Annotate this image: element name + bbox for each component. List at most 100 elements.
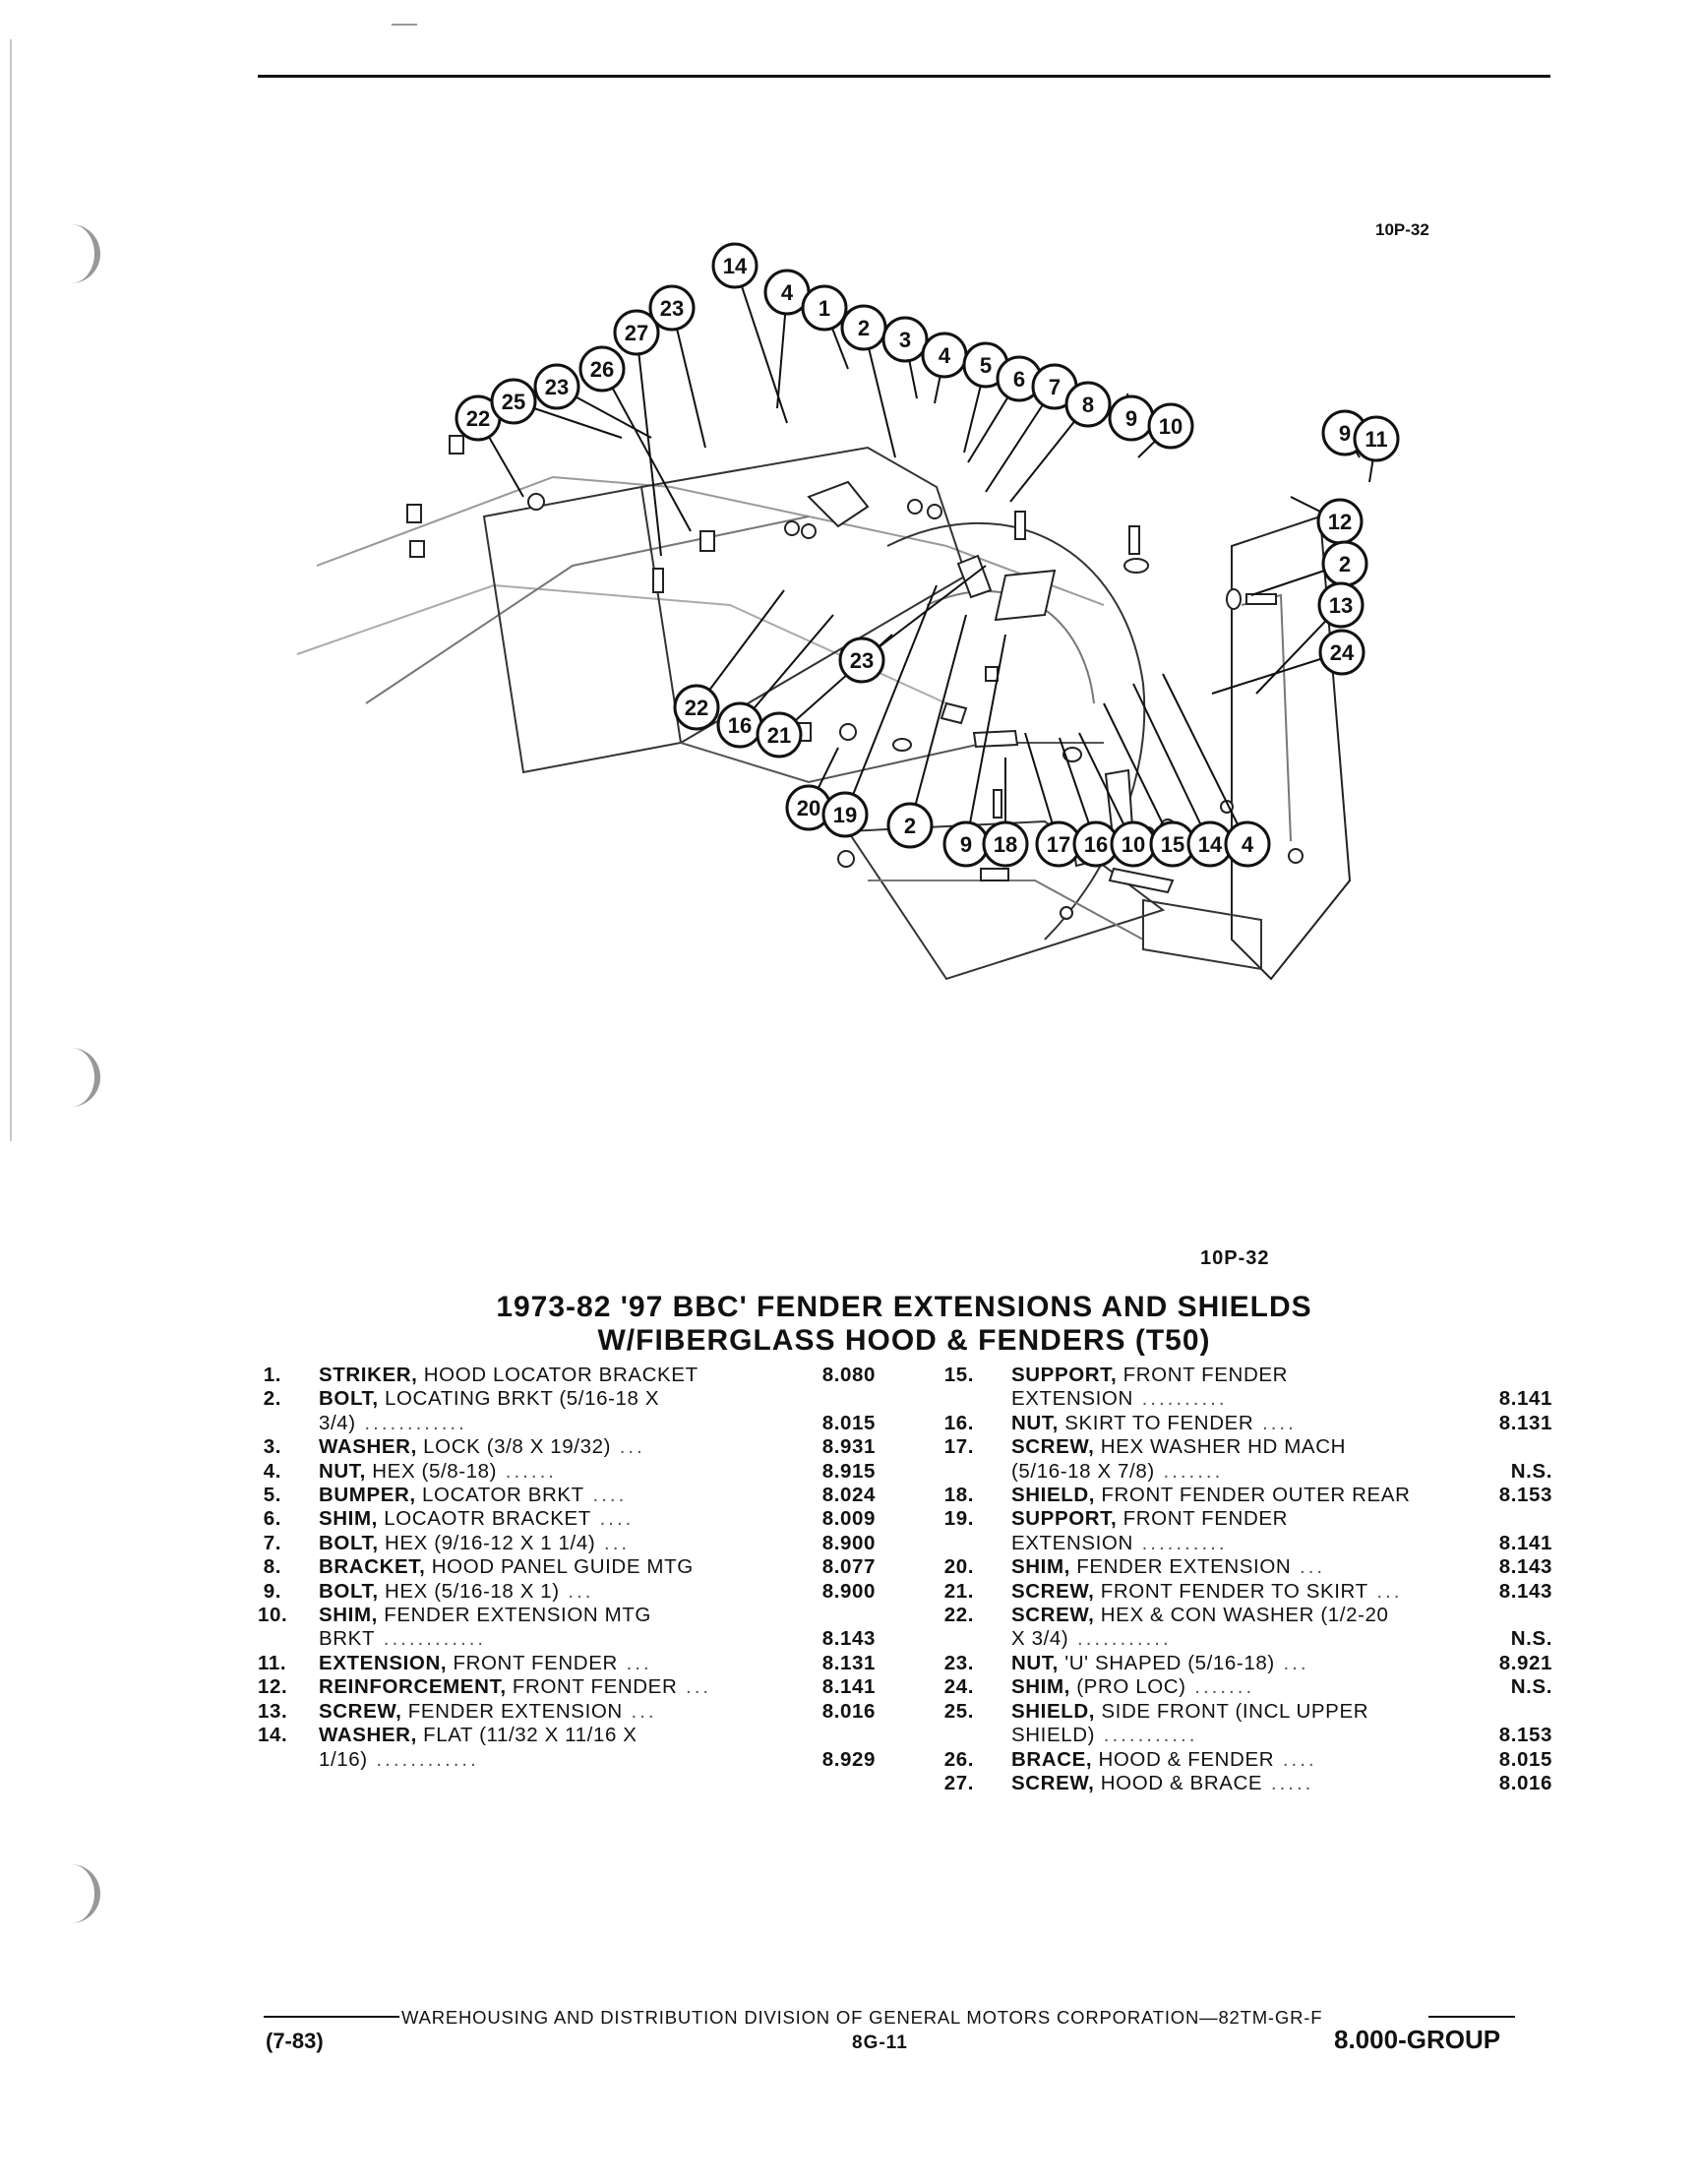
leader-dots: ..... [1262,1771,1314,1794]
leader-dots: ... [617,1651,652,1674]
part-name: SHIELD, [1011,1699,1096,1723]
part-group-code: 8.077 [821,1555,876,1579]
parts-list-row: 11.EXTENSION, FRONT FENDER ...8.131 [258,1652,876,1675]
part-group-code: 8.143 [1498,1579,1552,1603]
part-detail: BRKT [319,1627,376,1651]
parts-list-row: 10.SHIM, FENDER EXTENSION MTG [258,1604,876,1627]
part-group-code: 8.141 [821,1675,876,1699]
callout-label: 12 [1328,510,1352,534]
washer-icon [907,499,923,515]
leader-line [965,634,1006,845]
part-description: STRIKER, HOOD LOCATOR BRACKET [285,1364,801,1387]
callout-label: 5 [980,353,992,378]
parts-list-row: SHIELD) ...........8.153 [917,1724,1552,1747]
callout-label: 9 [960,832,972,857]
nut-icon [927,504,942,519]
callout-circle [1064,381,1112,428]
u-nut-icon [699,530,715,552]
part-description: EXTENSION .......... [978,1532,1460,1555]
part-description: BOLT, HEX (9/16-12 X 1 1/4) ... [285,1532,801,1555]
callout-circle [533,363,580,410]
leader-dots: ... [622,1699,657,1723]
callout-bubble: 2 [1321,540,1368,587]
parts-list-row: X 3/4) ...........N.S. [917,1627,1552,1651]
binder-hole-mark [69,224,100,283]
leader-dots: ... [1291,1555,1326,1579]
callout-label: 22 [466,406,490,431]
callout-label: 14 [723,254,748,278]
part-group-code: 8.900 [821,1579,876,1603]
callout-bubble: 9 [942,820,990,868]
part-group-code: N.S. [1510,1459,1552,1483]
callout-bubble: 7 [1031,363,1078,410]
part-detail: FRONT FENDER OUTER REAR [1095,1484,1411,1507]
part-detail: EXTENSION [1011,1531,1133,1554]
part-group-code: 8.141 [1498,1531,1552,1554]
part-number: 26. [943,1747,974,1771]
callout-bubble: 18 [982,820,1029,868]
part-description: SHIM, FENDER EXTENSION ... [978,1555,1460,1579]
part-name: SCREW, [1011,1435,1095,1459]
part-description: (5/16-18 X 7/8) ....... [978,1460,1460,1484]
part-description: BUMPER, LOCATOR BRKT .... [285,1484,801,1507]
callout-label: 26 [590,357,614,382]
part-number: 22. [943,1604,974,1627]
part-detail: FENDER EXTENSION MTG [377,1604,651,1627]
part-detail: FRONT FENDER [1117,1364,1289,1386]
part-detail: LOCATING BRKT (5/16-18 X [378,1387,660,1411]
part-detail: HOOD & FENDER [1092,1747,1275,1771]
part-number: 17. [943,1435,974,1459]
screw-icon [993,789,1002,819]
leader-dots: ....... [1185,1675,1255,1699]
parts-list-row: 26.BRACE, HOOD & FENDER ....8.015 [917,1748,1552,1772]
bolt-icon [1014,511,1026,540]
part-detail: HEX WASHER HD MACH [1094,1435,1347,1459]
callout-bubble: 22 [455,394,502,442]
parts-list-row: 1/16) ............8.929 [258,1748,876,1772]
leader-dots: .... [583,1484,628,1507]
part-name: SUPPORT, [1011,1364,1118,1386]
part-detail: HEX (5/8-18) [365,1459,498,1483]
leader-dots: ........... [1068,1627,1172,1651]
callout-bubble: 9 [1108,394,1155,442]
page-title: 1973-82 '97 BBC' FENDER EXTENSIONS AND S… [496,1291,1312,1323]
callout-label: 4 [1242,832,1254,857]
part-name: WASHER, [319,1724,417,1747]
callout-label: 3 [899,328,911,352]
part-group-code: 8.080 [821,1364,876,1386]
callout-circle [1224,820,1271,868]
part-detail: HEX & CON WASHER (1/2-20 [1094,1604,1389,1627]
part-group-code: 8.015 [1498,1747,1552,1771]
part-number: 6. [263,1507,281,1531]
part-name: BOLT, [319,1579,379,1603]
part-description: BOLT, HEX (5/16-18 X 1) ... [285,1580,801,1604]
part-description: 1/16) ............ [285,1748,801,1772]
callout-bubble: 13 [1317,581,1365,629]
callout-bubble: 2 [886,802,934,849]
part-detail: (5/16-18 X 7/8) [1011,1459,1155,1483]
part-number: 19. [943,1507,974,1531]
part-name: EXTENSION, [319,1651,448,1674]
part-number: 11. [258,1651,287,1674]
leader-dots: .... [590,1507,635,1531]
part-detail: 1/16) [319,1747,368,1771]
leader-line [1132,683,1211,845]
part-name: SCREW, [1011,1771,1095,1794]
part-group-code: 8.131 [821,1651,876,1674]
support-icon [1108,867,1175,894]
callout-bubble: 5 [962,341,1009,389]
part-group-code: 8.931 [821,1435,876,1459]
part-number: 7. [263,1531,281,1554]
callout-label: 18 [994,832,1017,857]
part-name: SHIM, [1011,1675,1070,1699]
callout-circle [1353,415,1400,462]
binder-hole-mark [69,1048,100,1107]
part-name: NUT, [1011,1411,1059,1434]
callout-circle [578,345,626,393]
screw-head-icon [837,850,855,868]
footer-page-number: 8G-11 [852,2032,908,2053]
callout-bubble: 27 [613,309,660,356]
part-description: SCREW, FRONT FENDER TO SKIRT ... [978,1580,1460,1604]
leader-dots: ............ [355,1411,467,1434]
